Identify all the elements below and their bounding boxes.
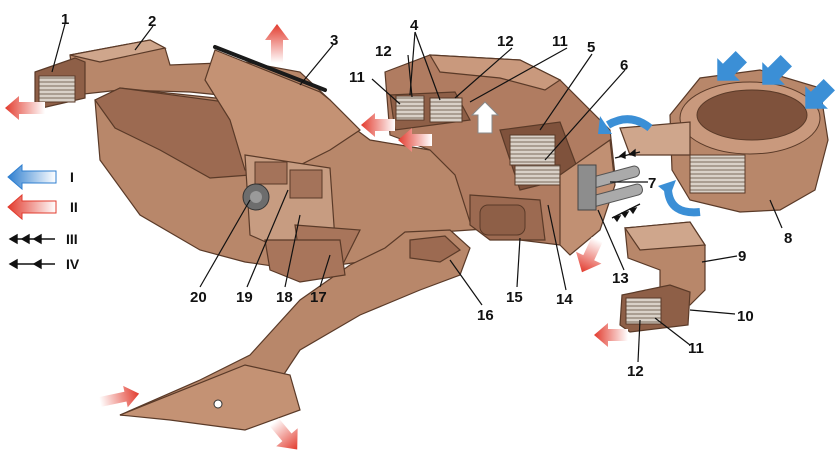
legend-arrow-hot-air	[7, 193, 57, 221]
heater-box-top	[428, 54, 562, 91]
legend-label-hot: II	[70, 199, 78, 215]
vent-grille-right	[625, 297, 662, 325]
duct-left-upper-top	[69, 39, 167, 63]
coolant-arrows-upper	[614, 148, 641, 159]
part-number-18: 18	[276, 289, 293, 306]
part-number-1: 1	[61, 11, 69, 28]
heater-valve	[577, 164, 643, 211]
part-number-8: 8	[784, 230, 792, 247]
bracket-lower	[264, 239, 346, 283]
cold-air-arrow-intake-1	[717, 51, 747, 81]
part-number-12-center: 12	[497, 33, 514, 50]
part-number-19: 19	[236, 289, 253, 306]
duct-right-lower-top	[623, 221, 707, 251]
radiator-core-lower	[514, 164, 561, 186]
blower-outlet-grille	[689, 154, 746, 194]
hot-air-arrow-center-1	[361, 113, 395, 137]
airflow-arrows	[5, 24, 835, 450]
hot-air-arrow-left-outlet	[5, 96, 45, 120]
part-number-13: 13	[612, 270, 629, 287]
legend-arrow-cold-air	[7, 163, 57, 191]
part-number-10: 10	[737, 308, 754, 325]
part-number-7: 7	[648, 175, 656, 192]
part-number-6: 6	[620, 57, 628, 74]
flap-cylinder	[479, 204, 526, 236]
cold-air-arrow-curve-lower-head	[658, 180, 676, 196]
radiator-core	[509, 134, 556, 166]
part-number-5: 5	[587, 39, 595, 56]
hot-air-arrow-heater-down	[576, 237, 603, 273]
part-number-9: 9	[738, 248, 746, 265]
valve-body	[577, 164, 597, 211]
control-knob-center	[250, 191, 262, 203]
legend-arrow-coolant-triple	[8, 233, 55, 245]
cold-air-arrow-curve-upper-head	[598, 116, 612, 134]
vent-grille-12-left	[395, 95, 425, 121]
hot-air-arrow-floor-out	[269, 418, 298, 450]
part-number-17: 17	[310, 289, 327, 306]
hot-air-arrow-center-2	[398, 128, 432, 152]
leader-lines	[51, 23, 783, 363]
part-number-12-left: 12	[375, 43, 392, 60]
floor-duct-loop	[409, 235, 461, 263]
blower-neck	[619, 121, 691, 156]
panel-window-upper	[254, 161, 288, 185]
part-number-2: 2	[148, 13, 156, 30]
part-number-11-left: 11	[349, 69, 365, 86]
legend-label-coolant-double: IV	[66, 256, 80, 272]
part-number-11-right: 11	[688, 340, 704, 357]
legend-label-coolant-triple: III	[66, 231, 78, 247]
panel-window-lower	[289, 169, 323, 199]
part-number-20: 20	[190, 289, 207, 306]
part-number-16: 16	[477, 307, 494, 324]
part-number-11-center: 11	[552, 33, 568, 50]
legend: I II III IV	[7, 163, 80, 272]
ducts	[34, 39, 829, 431]
defroster-slot	[213, 45, 327, 92]
legend-arrow-coolant-double	[8, 258, 55, 270]
cold-air-arrow-curve-upper	[605, 115, 653, 132]
coolant-arrows-lower	[611, 203, 641, 223]
cold-air-arrow-intake-2	[762, 55, 792, 85]
vent-grille-1	[38, 75, 76, 103]
floor-duct-outlet	[119, 364, 301, 431]
part-number-3: 3	[330, 32, 338, 49]
part-number-14: 14	[556, 291, 573, 308]
part-number-labels: 1 2 3 4 5 6 7 8 9 10 11 12 11 12 12 11 1…	[61, 11, 792, 380]
air-arrow-white-up	[470, 101, 500, 134]
part-number-15: 15	[506, 289, 523, 306]
legend-label-cold: I	[70, 169, 74, 185]
part-number-12-right: 12	[627, 363, 644, 380]
cold-air-arrow-intake-3	[805, 79, 835, 109]
vent-grille-11-right	[429, 97, 463, 123]
hot-air-arrow-right-outlet	[594, 323, 628, 347]
floor-duct-screw	[213, 399, 223, 409]
hot-air-arrow-defroster	[265, 24, 289, 63]
part-number-4: 4	[410, 17, 419, 34]
hot-air-arrow-floor-in	[98, 385, 140, 408]
blower-intake-inner	[696, 89, 808, 141]
